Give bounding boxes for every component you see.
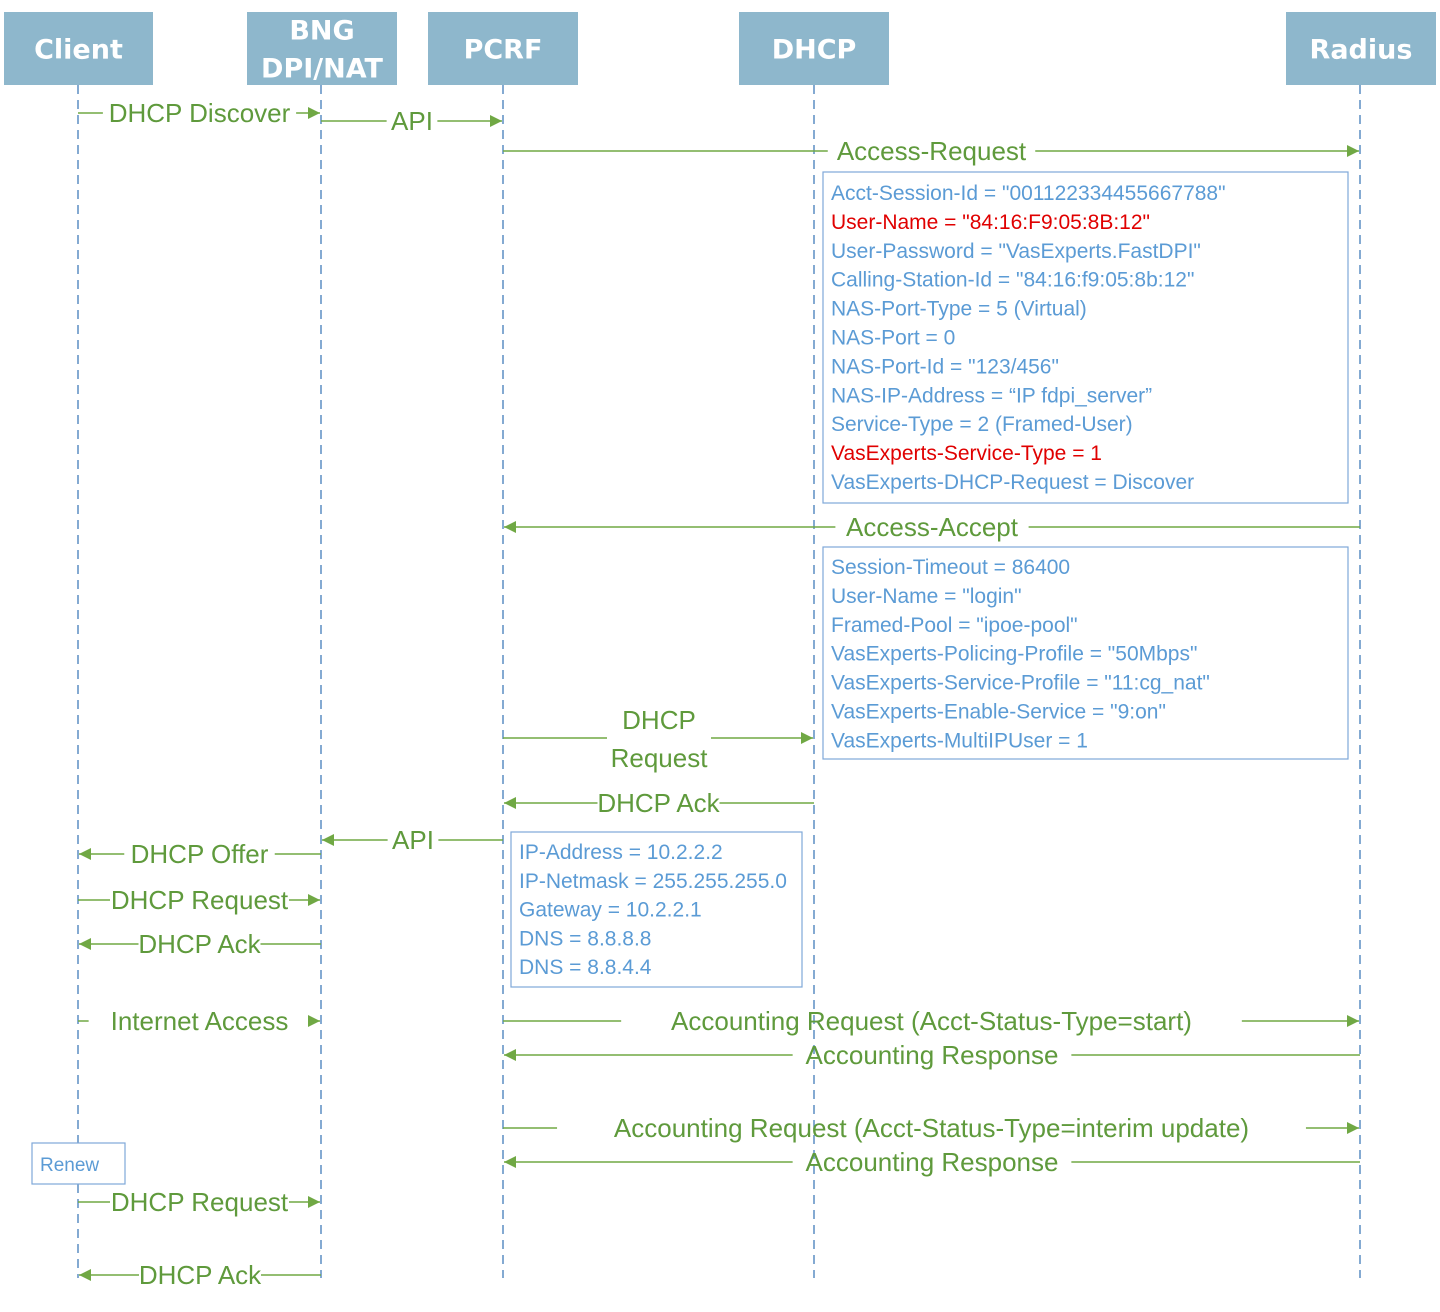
note-line: VasExperts-DHCP-Request = Discover: [831, 471, 1194, 494]
participant-label-bng: DPI/NAT: [261, 54, 384, 85]
participant-box-radius: [1286, 12, 1436, 85]
note-dhcp-ack-attrs: IP-Address = 10.2.2.2IP-Netmask = 255.25…: [510, 831, 803, 988]
note-line: Acct-Session-Id = "001122334455667788": [831, 182, 1226, 205]
message-label: Accounting Request (Acct-Status-Type=int…: [614, 1113, 1249, 1143]
note-line: Calling-Station-Id = "84:16:f9:05:8b:12": [831, 269, 1194, 292]
message-label: Internet Access: [111, 1006, 289, 1036]
note-line: User-Name = "login": [831, 585, 1022, 608]
message-m5: DHCP Request: [503, 705, 813, 773]
message-m2: API: [321, 106, 502, 136]
participant-label-radius: Radius: [1310, 35, 1413, 66]
message-m15: Accounting Response: [504, 1147, 1360, 1177]
participant-bng: BNG DPI/NAT: [247, 12, 397, 85]
message-label: DHCP Ack: [139, 1260, 262, 1290]
note-line: Renew: [40, 1155, 99, 1176]
message-m4: Access-Accept: [504, 512, 1360, 542]
message-m7: API: [322, 825, 503, 855]
message-label: DHCP Offer: [131, 839, 269, 869]
participant-label-client: Client: [34, 35, 123, 66]
note-line: Gateway = 10.2.2.1: [519, 899, 702, 922]
note-box: [822, 546, 1349, 760]
note-line: NAS-Port-Type = 5 (Virtual): [831, 298, 1087, 321]
message-label: Access-Request: [837, 136, 1027, 166]
participant-dhcp: DHCP: [739, 12, 889, 85]
message-m12: Accounting Request (Acct-Status-Type=sta…: [503, 1006, 1359, 1036]
note-line: DNS = 8.8.8.8: [519, 927, 652, 950]
message-label: DHCP: [622, 705, 696, 735]
note-line: User-Password = "VasExperts.FastDPI": [831, 240, 1201, 263]
participant-label-pcrf: PCRF: [464, 35, 543, 66]
message-label: Request: [611, 743, 709, 773]
note-line: VasExperts-Service-Profile = "11:cg_nat": [831, 672, 1210, 695]
message-label: DHCP Request: [111, 1187, 289, 1217]
message-m17: DHCP Ack: [79, 1260, 321, 1290]
message-label: API: [391, 106, 433, 136]
note-line: Framed-Pool = "ipoe-pool": [831, 614, 1078, 637]
participant-box-bng: [247, 12, 397, 85]
message-m6: DHCP Ack: [504, 788, 814, 818]
message-m13: Accounting Response: [504, 1040, 1360, 1070]
message-m10: DHCP Ack: [79, 929, 321, 959]
message-label: Accounting Request (Acct-Status-Type=sta…: [671, 1006, 1192, 1036]
participant-box-dhcp: [739, 12, 889, 85]
lifelines: [77, 85, 1361, 1278]
participant-box-client: [4, 12, 153, 85]
message-label: DHCP Discover: [109, 98, 291, 128]
participant-label-bng: BNG: [289, 16, 354, 47]
message-label: DHCP Request: [111, 885, 289, 915]
message-m16: DHCP Request: [78, 1187, 320, 1217]
note-line: IP-Netmask = 255.255.255.0: [519, 870, 787, 893]
message-m8: DHCP Offer: [79, 839, 321, 869]
note-access-request-attrs: Acct-Session-Id = "001122334455667788" Us…: [822, 171, 1349, 504]
note-line: NAS-Port = 0: [831, 327, 955, 350]
note-line: VasExperts-Enable-Service = "9:on": [831, 701, 1166, 724]
message-label: Accounting Response: [806, 1147, 1059, 1177]
message-label: Accounting Response: [806, 1040, 1059, 1070]
message-m9: DHCP Request: [78, 885, 320, 915]
note-box: [822, 171, 1349, 504]
note-line: DNS = 8.8.4.4: [519, 956, 652, 979]
message-m3: Access-Request: [503, 136, 1359, 166]
message-m1: DHCP Discover: [78, 98, 320, 128]
note-line: NAS-IP-Address = “IP fdpi_server”: [831, 384, 1152, 407]
note-line: IP-Address = 10.2.2.2: [519, 841, 723, 864]
participant-radius: Radius: [1286, 12, 1436, 85]
note-line: VasExperts-Policing-Profile = "50Mbps": [831, 643, 1197, 666]
note-box: [31, 1142, 126, 1185]
message-m14: Accounting Request (Acct-Status-Type=int…: [503, 1113, 1359, 1143]
participant-headers: Client BNG DPI/NAT PCRF DHCP Radius: [4, 12, 1436, 85]
note-line: VasExperts-Service-Type = 1: [831, 442, 1102, 465]
participant-box-pcrf: [428, 12, 578, 85]
message-m11: Internet Access: [78, 1006, 320, 1036]
participant-pcrf: PCRF: [428, 12, 578, 85]
notes: Acct-Session-Id = "001122334455667788" Us…: [31, 171, 1349, 1185]
message-label: DHCP Ack: [597, 788, 720, 818]
note-line: User-Name = "84:16:F9:05:8B:12": [831, 211, 1150, 234]
note-line: Session-Timeout = 86400: [831, 556, 1070, 579]
message-label: Access-Accept: [846, 512, 1019, 542]
note-line: NAS-Port-Id = "123/456": [831, 355, 1059, 378]
message-label: DHCP Ack: [138, 929, 261, 959]
note-line: Service-Type = 2 (Framed-User): [831, 413, 1133, 436]
note-line: VasExperts-MultiIPUser = 1: [831, 729, 1088, 752]
note-box: [510, 831, 803, 988]
note-renew-label: Renew: [31, 1142, 126, 1185]
participant-label-dhcp: DHCP: [772, 35, 857, 66]
participant-client: Client: [4, 12, 153, 85]
message-label: API: [392, 825, 434, 855]
